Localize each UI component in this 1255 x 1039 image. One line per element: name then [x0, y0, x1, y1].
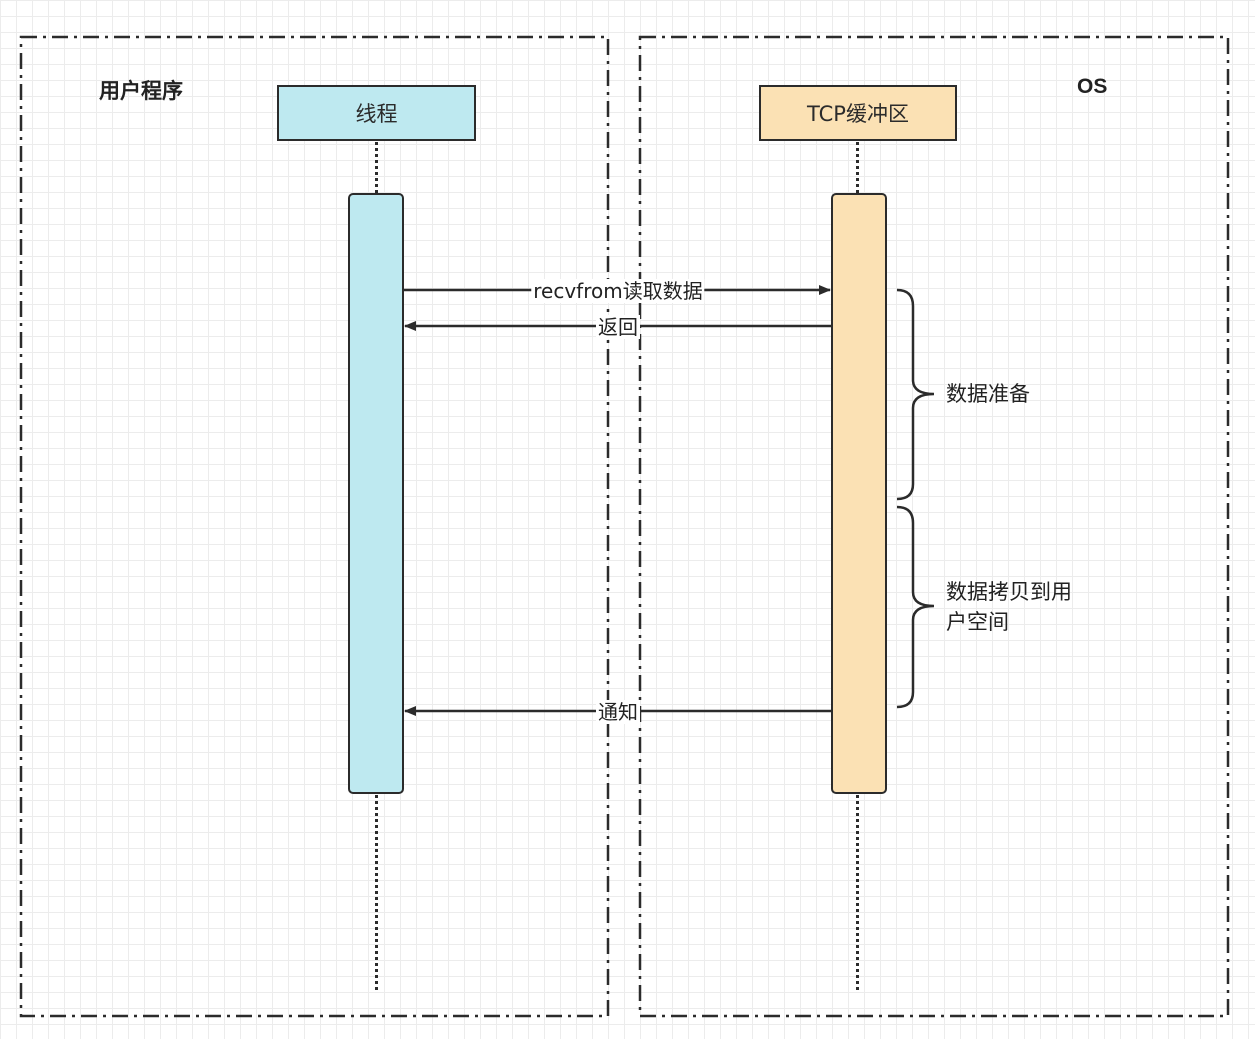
user-program-boundary — [19, 35, 610, 1018]
os-title: OS — [1077, 75, 1108, 98]
thread-lifeline-bottom — [375, 795, 378, 990]
thread-participant-label: 线程 — [355, 102, 398, 126]
brace-data-prepare — [896, 288, 935, 501]
brace-data-copy — [896, 505, 935, 709]
note-data-prepare: 数据准备 — [946, 382, 1030, 406]
tcp-buffer-activation-bar — [831, 193, 887, 794]
os-boundary — [638, 35, 1230, 1018]
tcp-buffer-participant-label: TCP缓冲区 — [807, 102, 909, 126]
note-data-copy: 数据拷贝到用户空间 — [946, 580, 1072, 634]
thread-activation-bar — [348, 193, 404, 794]
message-label-notify: 通知 — [596, 700, 640, 724]
tcp-buffer-lifeline-top — [856, 142, 859, 193]
message-label-recvfrom: recvfrom读取数据 — [531, 279, 705, 303]
thread-lifeline-top — [375, 142, 378, 193]
tcp-buffer-participant[interactable]: TCP缓冲区 — [759, 85, 957, 141]
user-program-title: 用户程序 — [99, 80, 183, 103]
tcp-buffer-lifeline-bottom — [856, 795, 859, 990]
message-label-return: 返回 — [596, 315, 640, 339]
thread-participant[interactable]: 线程 — [277, 85, 476, 141]
